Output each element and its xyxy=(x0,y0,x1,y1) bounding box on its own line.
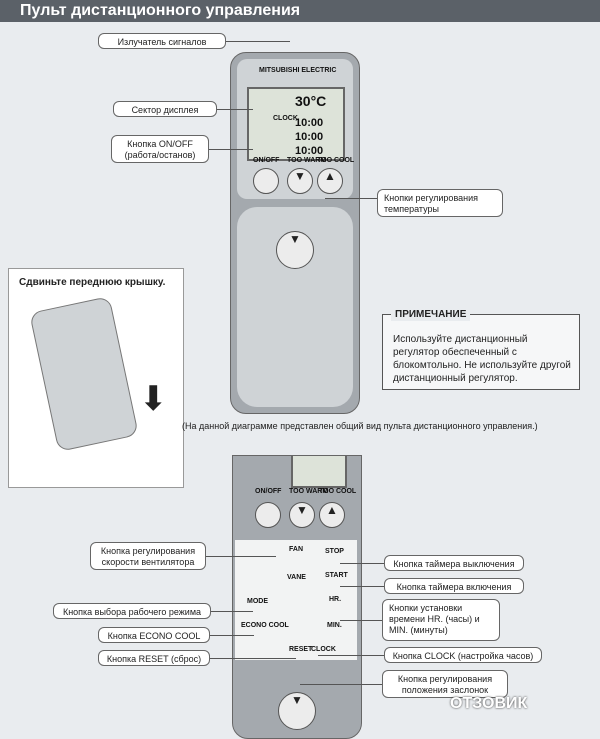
header-bar: Пульт дистанционного управления xyxy=(0,0,600,22)
b-too-cool-text: TOO COOL xyxy=(319,488,357,495)
line-clock xyxy=(318,655,384,656)
label-temp: Кнопки регулирования температуры xyxy=(377,189,503,217)
too-cool-text: TOO COOL xyxy=(317,157,355,164)
temp-up-button[interactable]: ▲ xyxy=(317,168,343,194)
label-display: Сектор дисплея xyxy=(113,101,217,117)
note-text: Используйте дистанционный регулятор обес… xyxy=(393,334,571,384)
hr-text: HR. xyxy=(329,596,342,603)
lcd-time3: 10:00 xyxy=(295,145,324,157)
b-temp-up-button[interactable]: ▲ xyxy=(319,502,345,528)
watermark-logo: ОТЗОВИК xyxy=(450,695,528,712)
slide-cover-illustration: Сдвиньте переднюю крышку. ⬇ xyxy=(8,268,184,488)
lcd-clock: CLOCK xyxy=(273,115,298,122)
onoff-button[interactable] xyxy=(253,168,279,194)
line-fan xyxy=(206,556,276,557)
vane-label-text: Кнопка регулирования положения заслонок xyxy=(397,674,493,695)
lcd-temp: 30°C xyxy=(295,93,327,109)
line-reset xyxy=(210,658,296,659)
line-mode xyxy=(211,611,253,612)
label-mode: Кнопка выбора рабочего режима xyxy=(53,603,211,619)
page-title: Пульт дистанционного управления xyxy=(20,2,301,19)
reset-text: RESET xyxy=(289,646,313,653)
mode-label-text: Кнопка выбора рабочего режима xyxy=(62,607,202,617)
temp-label-text: Кнопки регулирования температуры xyxy=(384,193,478,214)
label-timer-on: Кнопка таймера включения xyxy=(384,578,524,594)
onoff-label-text: Кнопка ON/OFF (работа/останов) xyxy=(124,139,196,160)
label-vane: Кнопка регулирования положения заслонок xyxy=(382,670,508,698)
label-reset: Кнопка RESET (сброс) xyxy=(98,650,210,666)
b-too-warm-text: TOO WARM xyxy=(289,488,329,495)
fan-label-text: Кнопка регулирования скорости вентилятор… xyxy=(100,546,196,567)
start-text: START xyxy=(325,572,348,579)
hrmin-label-text: Кнопки установки времени HR. (часы) и MI… xyxy=(389,603,480,635)
note-title: ПРИМЕЧАНИЕ xyxy=(391,308,471,321)
line-emitter xyxy=(226,41,290,42)
b-onoff-text: ON/OFF xyxy=(255,488,282,495)
cover-arrow-icon: ▼ xyxy=(276,231,314,269)
mode-text: MODE xyxy=(247,598,268,605)
remote-bottom: ON/OFF TOO WARM TOO COOL ▼ ▲ FAN VANE MO… xyxy=(232,455,362,739)
b-onoff-button[interactable] xyxy=(255,502,281,528)
bottom-display-screen xyxy=(291,456,347,488)
reset-label-text: Кнопка RESET (сброс) xyxy=(106,654,202,664)
timer-off-label-text: Кнопка таймера выключения xyxy=(393,559,515,569)
label-fan: Кнопка регулирования скорости вентилятор… xyxy=(90,542,206,570)
min-text: MIN. xyxy=(327,622,342,629)
line-display xyxy=(217,109,253,110)
line-vane xyxy=(300,684,382,685)
hand-remote-icon xyxy=(29,296,139,452)
label-econo: Кнопка ECONO COOL xyxy=(98,627,210,643)
lcd-time2: 10:00 xyxy=(295,131,324,143)
line-timer-on xyxy=(340,586,384,587)
temp-down-button[interactable]: ▼ xyxy=(287,168,313,194)
econo-text: ECONO COOL xyxy=(241,622,289,629)
remote-top: MITSUBISHI ELECTRIC 30°C CLOCK 10:00 10:… xyxy=(230,52,360,414)
onoff-text: ON/OFF xyxy=(253,157,280,164)
emitter-label-text: Излучатель сигналов xyxy=(117,37,207,47)
b-cover-arrow-icon: ▼ xyxy=(278,692,316,730)
brand-label: MITSUBISHI ELECTRIC xyxy=(259,67,337,74)
label-clock: Кнопка CLOCK (настройка часов) xyxy=(384,647,542,663)
lcd-time1: 10:00 xyxy=(295,117,324,129)
display-label-text: Сектор дисплея xyxy=(131,105,199,115)
diagram-caption: (На данной диаграмме представлен общий в… xyxy=(182,421,538,431)
too-warm-text: TOO WARM xyxy=(287,157,327,164)
line-temp xyxy=(325,198,377,199)
fan-text: FAN xyxy=(289,546,303,553)
line-hrmin xyxy=(340,620,382,621)
line-econo xyxy=(210,635,254,636)
econo-label-text: Кнопка ECONO COOL xyxy=(107,631,201,641)
b-temp-down-button[interactable]: ▼ xyxy=(289,502,315,528)
note-box: ПРИМЕЧАНИЕ Используйте дистанционный рег… xyxy=(382,308,580,390)
label-timer-off: Кнопка таймера выключения xyxy=(384,555,524,571)
display-screen: 30°C CLOCK 10:00 10:00 10:00 xyxy=(247,87,345,161)
vane-text: VANE xyxy=(287,574,306,581)
timer-on-label-text: Кнопка таймера включения xyxy=(396,582,512,592)
stop-text: STOP xyxy=(325,548,344,555)
label-emitter: Излучатель сигналов xyxy=(98,33,226,49)
slide-arrow-icon: ⬇ xyxy=(139,380,168,418)
clock-label-text: Кнопка CLOCK (настройка часов) xyxy=(392,651,534,661)
line-timer-off xyxy=(340,563,384,564)
label-onoff: Кнопка ON/OFF (работа/останов) xyxy=(111,135,209,163)
control-panel xyxy=(235,540,357,660)
line-onoff xyxy=(209,149,253,150)
slide-title: Сдвиньте переднюю крышку. xyxy=(19,277,166,288)
clock-text: CLOCK xyxy=(311,646,336,653)
label-hrmin: Кнопки установки времени HR. (часы) и MI… xyxy=(382,599,500,641)
